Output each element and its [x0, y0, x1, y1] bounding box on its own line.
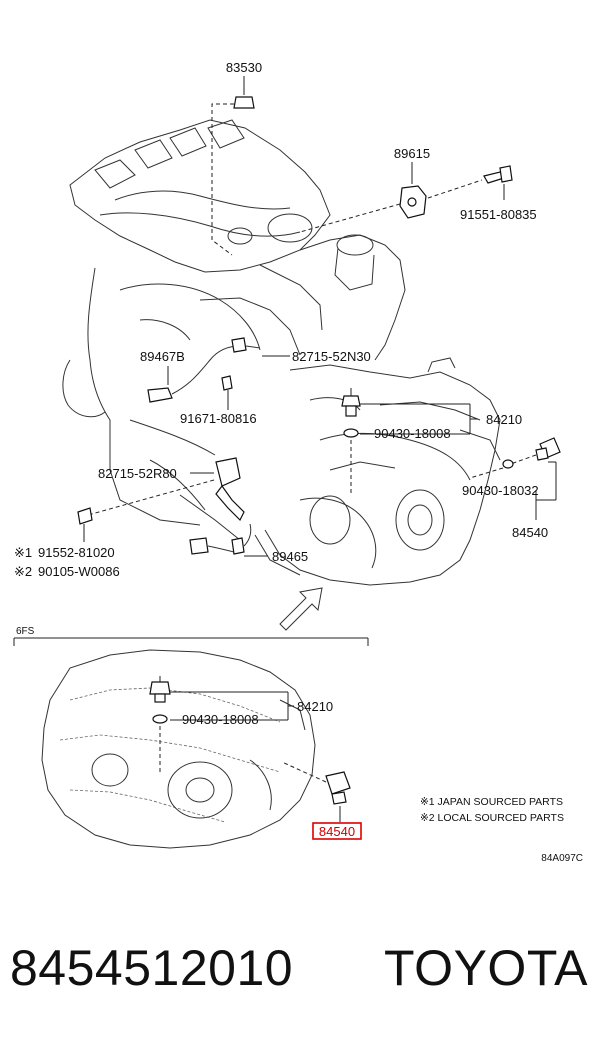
footer: 8454512010 TOYOTA: [0, 938, 600, 1008]
label-91551-80835[interactable]: 91551-80835: [460, 207, 537, 222]
engine-assembly-illustration: [62, 119, 501, 586]
oxygen-sensor-icon: [147, 387, 173, 403]
oil-pressure-switch-icon: [233, 96, 255, 109]
label-90105-w0086[interactable]: 90105-W0086: [38, 564, 120, 579]
part-84540-upper-group: 90430-18032 84540: [462, 437, 561, 540]
part-89467b-group: 89467B 82715-52N30 91671-80816: [140, 337, 371, 426]
source-notes: ※1 JAPAN SOURCED PARTS ※2 LOCAL SOURCED …: [420, 796, 564, 824]
parts-diagram: 83530 89615 91551-80835 89467B 82715-52N…: [13, 60, 583, 864]
label-82715-52r80[interactable]: 82715-52R80: [98, 466, 177, 481]
label-84210-upper[interactable]: 84210: [486, 412, 522, 427]
part-89615-group: 89615 91551-80835: [299, 146, 537, 233]
figure-code: 84A097C: [541, 853, 583, 864]
label-90430-18008-lower[interactable]: 90430-18008: [182, 712, 259, 727]
section-6fs: 6FS 84210 90430-18008 84540: [13, 626, 369, 849]
part-84210-upper-group: 84210 90430-18008: [341, 388, 522, 495]
label-89465[interactable]: 89465: [272, 549, 308, 564]
oxygen-sensor-lower-icon: [189, 537, 209, 555]
label-91552-81020[interactable]: 91552-81020: [38, 545, 115, 560]
brand-name: TOYOTA: [384, 940, 588, 996]
label-84540-upper[interactable]: 84540: [512, 525, 548, 540]
label-84540-lower-highlighted[interactable]: 84540: [319, 824, 355, 839]
label-89615[interactable]: 89615: [394, 146, 430, 161]
view-arrow-icon: [279, 587, 323, 631]
note-japan-sourced: ※1 JAPAN SOURCED PARTS: [420, 796, 563, 808]
wire-bracket-icon: [215, 457, 241, 487]
o-ring-lower-icon: [152, 714, 168, 724]
label-90430-18008-upper[interactable]: 90430-18008: [374, 426, 451, 441]
label-91671-80816[interactable]: 91671-80816: [180, 411, 257, 426]
mark-1: ※1: [14, 545, 32, 560]
part-83530-group: 83530: [211, 60, 262, 256]
label-82715-52n30[interactable]: 82715-52N30: [292, 349, 371, 364]
speed-sensor-icon: [341, 395, 361, 407]
section-label-6fs: 6FS: [16, 626, 35, 637]
mark-2: ※2: [14, 564, 32, 579]
bolt-91671-icon: [221, 375, 233, 391]
part-89465-group: 89465: [189, 523, 308, 564]
label-89467b[interactable]: 89467B: [140, 349, 185, 364]
part-82715-52r80-group: 82715-52R80 ※1 91552-81020 ※2 90105-W008…: [14, 457, 245, 579]
note-local-sourced: ※2 LOCAL SOURCED PARTS: [420, 812, 564, 824]
bolt-91552-icon: [77, 507, 93, 525]
reverse-switch-lower-icon: [325, 771, 351, 795]
highlight-box: [312, 822, 362, 840]
label-83530[interactable]: 83530: [226, 60, 262, 75]
speed-sensor-lower-icon: [149, 681, 171, 695]
label-90430-18032[interactable]: 90430-18032: [462, 483, 539, 498]
label-84210-lower[interactable]: 84210: [297, 699, 333, 714]
part-number: 8454512010: [10, 940, 294, 996]
o-ring-icon: [343, 428, 359, 438]
